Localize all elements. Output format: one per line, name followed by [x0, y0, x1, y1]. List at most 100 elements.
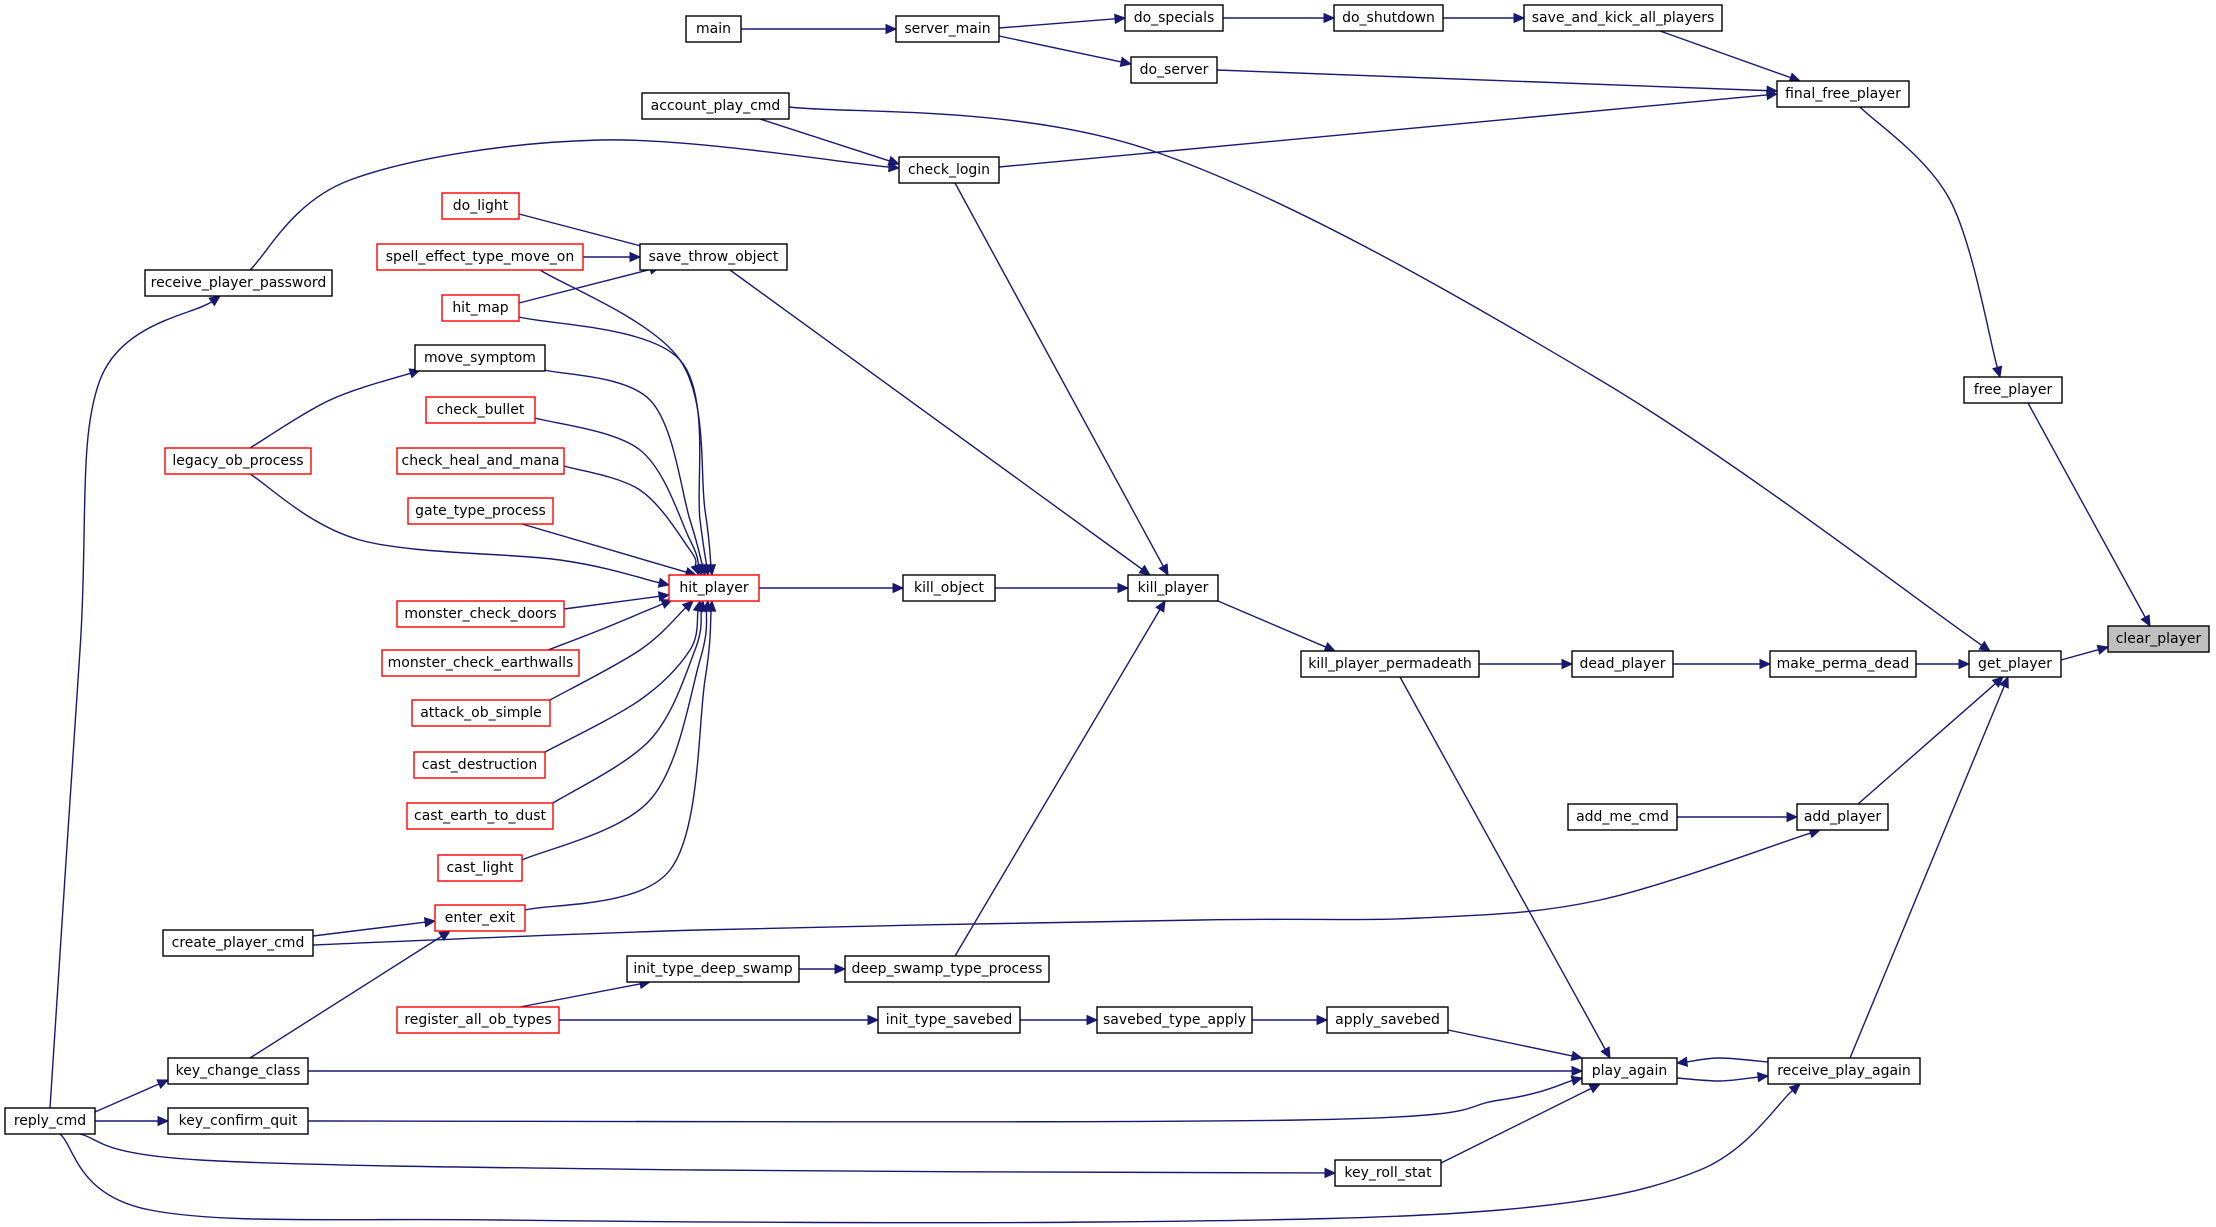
edge-line: [524, 610, 712, 911]
node-account-play-cmd[interactable]: account_play_cmd: [641, 92, 790, 120]
node-check-login[interactable]: check_login: [898, 156, 1000, 184]
node-move-symptom[interactable]: move_symptom: [414, 344, 546, 372]
arrowhead-icon: [1786, 811, 1799, 823]
node-key-confirm-quit[interactable]: key_confirm_quit: [167, 1107, 309, 1135]
node-apply-savebed[interactable]: apply_savebed: [1326, 1006, 1449, 1034]
node-register-all-ob-types[interactable]: register_all_ob_types: [396, 1006, 560, 1034]
node-label: attack_ob_simple: [420, 705, 542, 721]
node-label: gate_type_process: [415, 503, 546, 519]
node-savebed-type-apply[interactable]: savebed_type_apply: [1096, 1006, 1253, 1034]
arrowhead-icon: [438, 930, 452, 942]
edge-line: [1216, 69, 1768, 92]
node-box: [437, 854, 523, 882]
edge-line: [307, 1079, 1573, 1123]
arrowhead-icon: [885, 23, 898, 35]
node-check-heal-and-mana[interactable]: check_heal_and_mana: [396, 447, 565, 475]
edge-hit_player-to-kill_object: [759, 582, 905, 594]
edge-line: [249, 372, 411, 449]
node-do-server[interactable]: do_server: [1130, 56, 1218, 84]
node-label: dead_player: [1580, 656, 1666, 672]
arrowhead-icon: [1114, 13, 1127, 25]
node-deep-swamp-type-process[interactable]: deep_swamp_type_process: [844, 955, 1050, 983]
arrowhead-icon: [1992, 365, 2003, 379]
node-kill-player-permadeath[interactable]: kill_player_permadeath: [1300, 650, 1480, 678]
arrowhead-icon: [156, 1079, 170, 1090]
node-label: apply_savebed: [1335, 1012, 1440, 1028]
node-legacy-ob-process[interactable]: legacy_ob_process: [164, 447, 312, 475]
node-do-shutdown[interactable]: do_shutdown: [1333, 4, 1444, 32]
node-add-me-cmd[interactable]: add_me_cmd: [1567, 803, 1678, 831]
node-reply-cmd[interactable]: reply_cmd: [4, 1107, 96, 1135]
node-gate-type-process[interactable]: gate_type_process: [407, 497, 554, 525]
node-kill-object[interactable]: kill_object: [902, 574, 996, 602]
node-save-and-kick-all-players[interactable]: save_and_kick_all_players: [1523, 4, 1723, 32]
node-label: check_bullet: [437, 402, 525, 418]
edge-reply_cmd-to-receive_player_password: [49, 295, 221, 1109]
node-hit-map[interactable]: hit_map: [441, 294, 520, 322]
node-create-player-cmd[interactable]: create_player_cmd: [162, 929, 314, 957]
node-get-player[interactable]: get_player: [1968, 650, 2062, 678]
node-dead-player[interactable]: dead_player: [1571, 650, 1674, 678]
node-spell-effect-type-move-on[interactable]: spell_effect_type_move_on: [376, 243, 584, 271]
edge-line: [1440, 1087, 1592, 1164]
edge-apply_savebed-to-play_again: [1447, 1029, 1584, 1062]
node-make-perma-dead[interactable]: make_perma_dead: [1769, 650, 1917, 678]
edge-line: [249, 935, 442, 1059]
node-enter-exit[interactable]: enter_exit: [434, 904, 526, 932]
node-monster-check-doors[interactable]: monster_check_doors: [396, 600, 565, 628]
node-free-player[interactable]: free_player: [1963, 376, 2063, 404]
node-init-type-savebed[interactable]: init_type_savebed: [877, 1006, 1021, 1034]
edge-line: [1217, 600, 1327, 648]
edge-line: [49, 301, 213, 1109]
node-play-again[interactable]: play_again: [1581, 1057, 1678, 1085]
arrowhead-icon: [1999, 675, 2009, 689]
node-box: [144, 269, 333, 297]
arrowhead-icon: [657, 591, 671, 602]
arrowhead-icon: [1759, 658, 1772, 670]
node-label: register_all_ob_types: [404, 1012, 551, 1028]
node-main[interactable]: main: [685, 15, 742, 43]
node-key-roll-stat[interactable]: key_roll_stat: [1334, 1159, 1442, 1187]
edge-dead_player-to-make_perma_dead: [1673, 658, 1772, 670]
edge-check_login-to-kill_player: [954, 182, 1169, 577]
node-cast-destruction[interactable]: cast_destruction: [413, 751, 546, 779]
node-label: hit_player: [679, 580, 749, 596]
node-box: [381, 649, 580, 677]
node-cast-earth-to-dust[interactable]: cast_earth_to_dust: [406, 802, 554, 830]
node-box: [1130, 56, 1218, 84]
node-box: [1333, 4, 1444, 32]
node-box: [441, 294, 520, 322]
edge-deep_swamp_type_process-to-kill_player: [954, 599, 1166, 957]
edge-spell_effect_type_move_on-to-save_throw_object: [583, 251, 642, 263]
node-check-bullet[interactable]: check_bullet: [425, 396, 536, 424]
edge-do_shutdown-to-save_and_kick_all_players: [1443, 12, 1526, 24]
arrowhead-icon: [657, 577, 671, 588]
edge-save_and_kick_all_players-to-final_free_player: [1659, 30, 1802, 83]
node-add-player[interactable]: add_player: [1796, 803, 1889, 831]
node-box: [407, 497, 554, 525]
edge-reply_cmd-to-receive_play_again: [59, 1083, 1801, 1224]
node-hit-player[interactable]: hit_player: [668, 574, 760, 602]
node-attack-ob-simple[interactable]: attack_ob_simple: [411, 699, 551, 727]
node-box: [1963, 376, 2063, 404]
node-monster-check-earthwalls[interactable]: monster_check_earthwalls: [381, 649, 580, 677]
node-receive-player-password[interactable]: receive_player_password: [144, 269, 333, 297]
node-server-main[interactable]: server_main: [895, 15, 1000, 43]
node-box: [1581, 1057, 1678, 1085]
node-receive-play-again[interactable]: receive_play_again: [1767, 1057, 1921, 1085]
node-kill-player[interactable]: kill_player: [1127, 574, 1219, 602]
edge-attack_ob_simple-to-hit_player: [549, 600, 694, 701]
node-do-specials[interactable]: do_specials: [1124, 4, 1224, 32]
node-label: cast_earth_to_dust: [414, 808, 546, 824]
node-do-light[interactable]: do_light: [441, 192, 520, 220]
node-cast-light[interactable]: cast_light: [437, 854, 523, 882]
node-key-change-class[interactable]: key_change_class: [167, 1057, 309, 1085]
edge-line: [1399, 676, 1606, 1050]
node-init-type-deep-swamp[interactable]: init_type_deep_swamp: [626, 955, 800, 983]
node-save-throw-object[interactable]: save_throw_object: [639, 243, 788, 271]
node-box: [1567, 803, 1678, 831]
node-label: cast_destruction: [422, 757, 538, 773]
edge-line: [788, 106, 1983, 646]
node-final-free-player[interactable]: final_free_player: [1776, 80, 1910, 108]
